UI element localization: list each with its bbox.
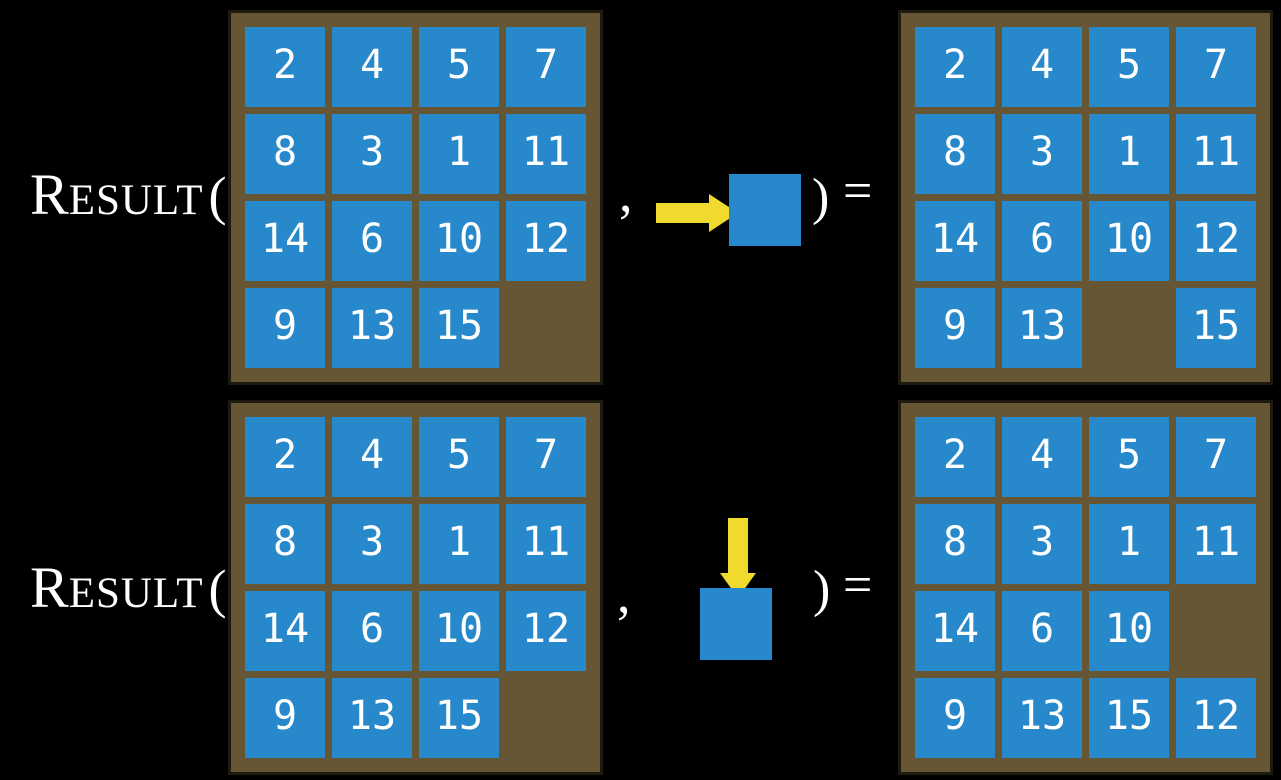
tile-2: 2 <box>245 417 325 497</box>
blank-cell <box>1176 591 1256 671</box>
tile-13: 13 <box>1002 678 1082 758</box>
tile-8: 8 <box>915 504 995 584</box>
tile-9: 9 <box>245 678 325 758</box>
tile-15: 15 <box>419 678 499 758</box>
tile-12: 12 <box>1176 678 1256 758</box>
tile-7: 7 <box>506 417 586 497</box>
tile-1: 1 <box>419 114 499 194</box>
right-arrow-icon <box>656 194 738 232</box>
tile-2: 2 <box>245 27 325 107</box>
blank-cell <box>506 288 586 368</box>
tile-10: 10 <box>419 591 499 671</box>
tile-13: 13 <box>332 678 412 758</box>
tile-9: 9 <box>915 678 995 758</box>
equals-sign: = <box>843 163 873 220</box>
tile-5: 5 <box>1089 27 1169 107</box>
tile-1: 1 <box>1089 504 1169 584</box>
tile-13: 13 <box>332 288 412 368</box>
tile-10: 10 <box>1089 201 1169 281</box>
action-tile <box>729 174 801 246</box>
tile-6: 6 <box>1002 201 1082 281</box>
tile-11: 11 <box>1176 114 1256 194</box>
tile-15: 15 <box>1089 678 1169 758</box>
tile-15: 15 <box>1176 288 1256 368</box>
tile-8: 8 <box>245 114 325 194</box>
result-function-label: RESULT( <box>30 166 227 224</box>
tile-11: 11 <box>506 114 586 194</box>
tile-3: 3 <box>332 114 412 194</box>
result-label-initial: R <box>30 555 69 620</box>
tile-7: 7 <box>1176 27 1256 107</box>
tile-13: 13 <box>1002 288 1082 368</box>
tile-6: 6 <box>332 201 412 281</box>
tile-5: 5 <box>1089 417 1169 497</box>
tile-11: 11 <box>506 504 586 584</box>
blank-cell <box>506 678 586 758</box>
tile-15: 15 <box>419 288 499 368</box>
tile-14: 14 <box>915 591 995 671</box>
tile-6: 6 <box>1002 591 1082 671</box>
blank-cell <box>1089 288 1169 368</box>
tile-12: 12 <box>506 201 586 281</box>
comma: , <box>617 564 631 624</box>
tile-3: 3 <box>1002 114 1082 194</box>
tile-4: 4 <box>332 417 412 497</box>
down-arrow-icon <box>720 518 756 598</box>
tile-8: 8 <box>245 504 325 584</box>
tile-3: 3 <box>1002 504 1082 584</box>
tile-9: 9 <box>245 288 325 368</box>
tile-1: 1 <box>419 504 499 584</box>
result-label-initial: R <box>30 162 69 227</box>
tile-3: 3 <box>332 504 412 584</box>
result-label-smallcaps: ESULT <box>68 570 204 617</box>
result-label-smallcaps: ESULT <box>68 177 204 224</box>
tile-14: 14 <box>245 201 325 281</box>
tile-9: 9 <box>915 288 995 368</box>
open-paren: ( <box>208 559 227 619</box>
tile-14: 14 <box>245 591 325 671</box>
close-paren: ) <box>812 169 830 226</box>
action-tile <box>700 588 772 660</box>
equals-sign: = <box>843 557 873 614</box>
close-paren: ) <box>813 561 831 618</box>
tile-2: 2 <box>915 417 995 497</box>
tile-12: 12 <box>1176 201 1256 281</box>
tile-7: 7 <box>506 27 586 107</box>
tile-12: 12 <box>506 591 586 671</box>
comma: , <box>619 163 633 223</box>
open-paren: ( <box>208 166 227 226</box>
tile-2: 2 <box>915 27 995 107</box>
tile-8: 8 <box>915 114 995 194</box>
tile-4: 4 <box>1002 27 1082 107</box>
tile-10: 10 <box>1089 591 1169 671</box>
tile-5: 5 <box>419 417 499 497</box>
tile-5: 5 <box>419 27 499 107</box>
tile-11: 11 <box>1176 504 1256 584</box>
tile-10: 10 <box>419 201 499 281</box>
tile-4: 4 <box>1002 417 1082 497</box>
tile-4: 4 <box>332 27 412 107</box>
result-function-label: RESULT( <box>30 559 227 617</box>
tile-7: 7 <box>1176 417 1256 497</box>
tile-1: 1 <box>1089 114 1169 194</box>
tile-6: 6 <box>332 591 412 671</box>
tile-14: 14 <box>915 201 995 281</box>
